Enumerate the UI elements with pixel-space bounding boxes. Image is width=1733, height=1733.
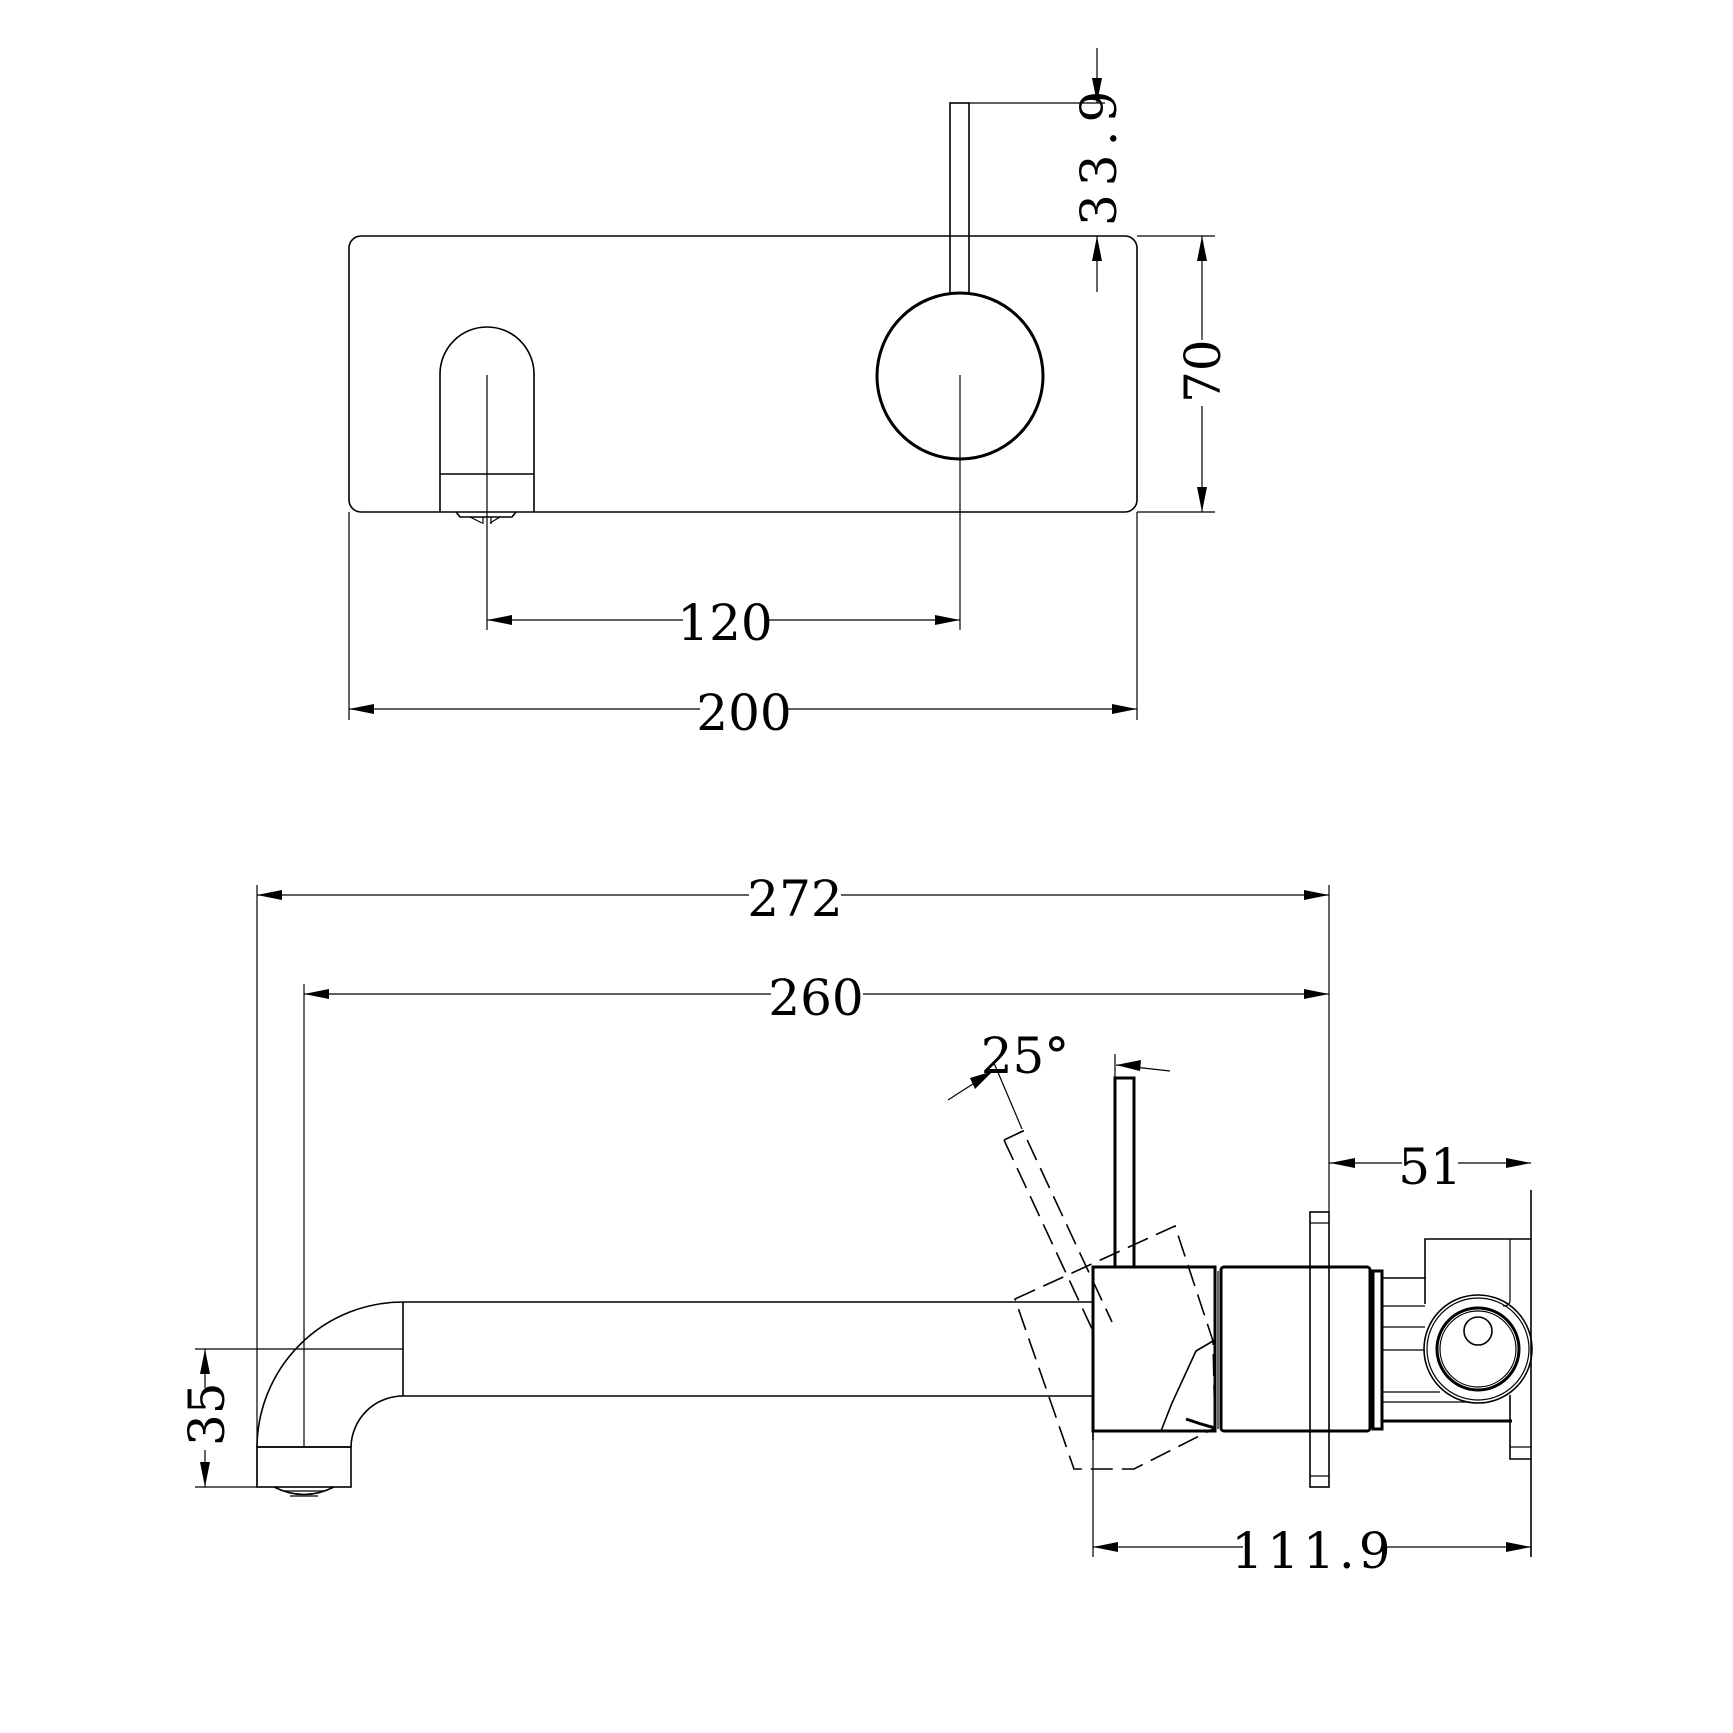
handle-body-side bbox=[1091, 1265, 1219, 1440]
dim-label-51: 51 bbox=[1398, 1138, 1462, 1196]
valve-body bbox=[1382, 1190, 1533, 1557]
dim-plate-height: 70 bbox=[1137, 235, 1232, 513]
wall-flange bbox=[1309, 1211, 1330, 1488]
lever-side bbox=[1113, 1076, 1136, 1269]
o-ring bbox=[1371, 1269, 1384, 1431]
dim-label-272: 272 bbox=[747, 870, 842, 928]
side-view: 272 260 35 bbox=[178, 870, 1533, 1580]
dim-label-200: 200 bbox=[696, 684, 791, 742]
lever-rotated-ghost bbox=[1003, 1129, 1216, 1470]
dim-center-distance: 120 bbox=[487, 594, 960, 652]
dim-plate-width: 200 bbox=[348, 512, 1138, 742]
dim-label-120: 120 bbox=[677, 594, 772, 652]
dim-total-depth: 111.9 bbox=[1092, 1431, 1531, 1580]
wall-plate bbox=[348, 235, 1138, 513]
dim-lever-height: 33.9 bbox=[969, 48, 1128, 292]
dim-body-depth: 51 bbox=[1329, 1138, 1531, 1196]
cartridge-sleeve bbox=[1219, 1265, 1372, 1433]
spout-side bbox=[256, 1301, 1093, 1497]
dim-label-111-9: 111.9 bbox=[1231, 1522, 1394, 1580]
dim-lever-angle: 25° bbox=[947, 1027, 1171, 1130]
dim-spout-projection: 260 bbox=[303, 969, 1329, 1447]
dim-label-260: 260 bbox=[768, 969, 863, 1027]
dim-label-25-deg: 25° bbox=[981, 1027, 1070, 1085]
dim-label-70: 70 bbox=[1174, 339, 1232, 403]
dim-overall-projection: 272 bbox=[256, 870, 1330, 1487]
lever-handle bbox=[949, 102, 970, 294]
dim-label-35: 35 bbox=[178, 1382, 236, 1446]
dim-label-33-9: 33.9 bbox=[1070, 83, 1128, 226]
front-view: 33.9 70 120 200 bbox=[348, 48, 1232, 742]
dim-spout-tip-height: 35 bbox=[178, 1348, 403, 1488]
